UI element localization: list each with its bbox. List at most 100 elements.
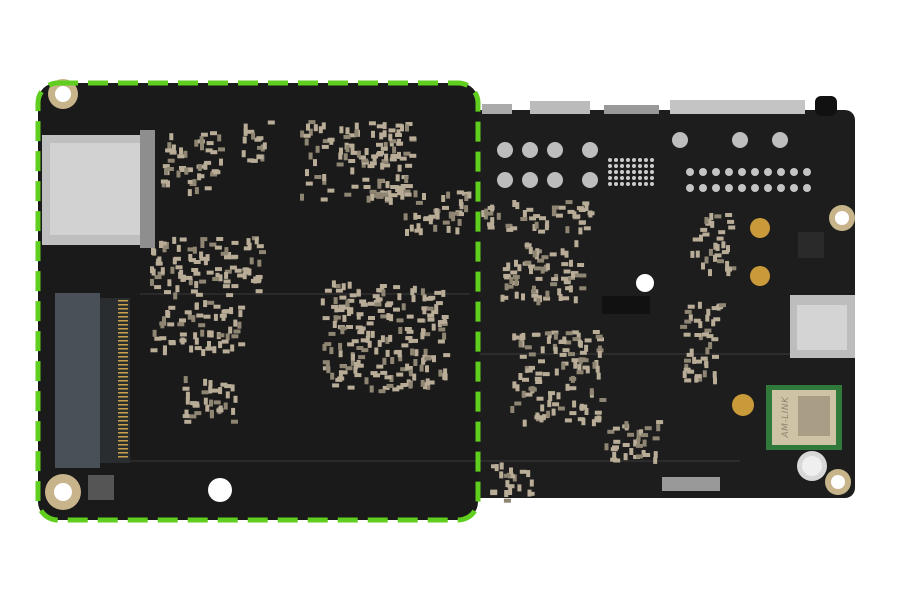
- smd-part: [596, 348, 604, 353]
- smd-part: [597, 350, 602, 358]
- smd-part: [682, 371, 687, 378]
- smd-part: [579, 350, 587, 355]
- smd-part: [405, 229, 409, 236]
- smd-part: [551, 277, 559, 282]
- smd-part: [370, 193, 375, 201]
- smd-part: [509, 467, 513, 475]
- smd-part: [536, 298, 541, 306]
- smd-part: [434, 290, 442, 295]
- smd-part: [639, 429, 644, 437]
- smd-part: [192, 403, 200, 408]
- pad: [638, 164, 642, 168]
- smd-part: [529, 216, 537, 221]
- pad: [644, 170, 648, 174]
- smd-part: [389, 157, 397, 162]
- smd-part: [205, 404, 210, 412]
- smd-part: [118, 300, 128, 302]
- smd-part: [577, 339, 582, 347]
- smd-part: [414, 349, 419, 357]
- smd-part: [692, 237, 700, 242]
- smd-part: [417, 318, 425, 323]
- smd-part: [375, 297, 383, 302]
- smd-part: [118, 372, 128, 374]
- smd-part: [528, 365, 535, 370]
- smd-part: [368, 316, 375, 320]
- smd-part: [387, 190, 392, 198]
- smd-part: [522, 377, 529, 382]
- smd-part: [704, 256, 709, 264]
- smd-part: [211, 388, 219, 393]
- pad: [672, 132, 688, 148]
- smd-part: [192, 246, 197, 254]
- smd-part: [717, 259, 724, 264]
- smd-part: [118, 448, 128, 450]
- smd-part: [372, 294, 380, 299]
- smd-part: [214, 245, 222, 250]
- smd-part: [154, 336, 162, 341]
- smd-part: [351, 353, 355, 361]
- smd-part: [486, 211, 494, 216]
- smd-part: [515, 202, 520, 210]
- smd-part: [571, 330, 579, 335]
- smd-part: [213, 400, 221, 405]
- pad: [626, 176, 630, 180]
- smd-part: [199, 256, 207, 261]
- top-connectors: [482, 96, 837, 116]
- smd-part: [388, 133, 393, 141]
- wireless-module: AM-LINK: [766, 385, 842, 450]
- smd-part: [356, 312, 364, 317]
- smd-part: [529, 387, 537, 392]
- smd-part: [353, 366, 358, 374]
- smd-part: [510, 406, 515, 413]
- smd-part: [683, 332, 691, 337]
- smd-part: [390, 193, 398, 198]
- pad: [777, 168, 785, 176]
- smd-part: [150, 278, 154, 286]
- pad: [547, 172, 563, 188]
- smd-part: [300, 130, 305, 138]
- smd-part: [262, 142, 267, 150]
- smd-part: [192, 401, 200, 406]
- smd-part: [303, 133, 311, 138]
- smd-part: [708, 269, 712, 277]
- smd-part: [558, 205, 566, 210]
- smd-part: [582, 201, 590, 206]
- smd-part: [242, 136, 247, 144]
- pad: [764, 184, 772, 192]
- smd-part: [333, 315, 341, 320]
- smd-part: [160, 267, 165, 275]
- smd-part: [694, 375, 699, 383]
- smd-part: [256, 154, 264, 159]
- smd-part: [532, 224, 537, 231]
- pad: [614, 158, 618, 162]
- smd-part: [386, 383, 394, 388]
- smd-part: [162, 245, 167, 253]
- smd-part: [338, 304, 346, 309]
- smd-part: [528, 247, 533, 255]
- smd-part: [194, 139, 199, 147]
- smd-part: [535, 380, 543, 384]
- smd-part: [561, 362, 566, 370]
- smd-part: [218, 341, 223, 349]
- smd-part: [160, 321, 165, 329]
- smd-part: [506, 227, 514, 232]
- smd-part: [340, 364, 347, 369]
- smd-part: [597, 337, 604, 342]
- smd-part: [371, 154, 379, 159]
- smd-part: [420, 332, 425, 340]
- smd-part: [219, 313, 227, 318]
- pad: [790, 184, 798, 192]
- smd-part: [562, 336, 567, 344]
- smd-part: [118, 324, 128, 326]
- smd-part: [396, 385, 404, 390]
- smd-part: [333, 284, 341, 288]
- smd-part: [542, 414, 550, 419]
- smd-part: [553, 346, 558, 354]
- smd-part: [721, 241, 726, 249]
- smd-part: [423, 332, 431, 337]
- smd-part: [194, 337, 199, 345]
- smd-part: [692, 356, 697, 364]
- smd-part: [267, 120, 275, 125]
- smd-part: [204, 186, 212, 191]
- smd-components: [150, 120, 737, 503]
